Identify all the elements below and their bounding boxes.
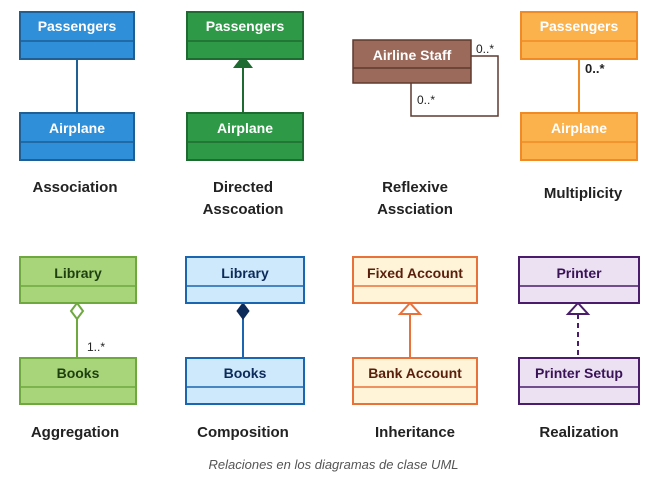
directed-caption-line2: Asscoation [202, 201, 284, 218]
association-passengers-label: Passengers [38, 18, 117, 34]
directed-arrowhead-icon [233, 55, 253, 68]
inheritance-hollow-triangle-icon [397, 301, 423, 315]
reflexive-association-diagram: Airline Staff 0..* 0..* [352, 39, 499, 117]
inheritance-fixed-account-label: Fixed Account [367, 265, 463, 281]
aggregation-books-label: Books [57, 365, 100, 381]
association-airplane-class [19, 112, 135, 161]
inheritance-fixed-account-class [352, 256, 478, 304]
aggregation-multiplicity: 1..* [87, 340, 105, 354]
aggregation-diagram: Library 1..* Books [19, 256, 137, 405]
realization-printer-setup-class [518, 357, 640, 405]
multiplicity-passengers-class [520, 11, 638, 60]
directed-airplane-label: Airplane [217, 120, 273, 136]
multiplicity-airplane-class [520, 112, 638, 161]
inheritance-bank-account-label: Bank Account [368, 365, 462, 381]
aggregation-caption: Aggregation [30, 424, 120, 441]
realization-diagram: Printer Printer Setup [518, 256, 640, 405]
aggregation-library-label: Library [54, 265, 102, 281]
realization-hollow-triangle-icon [565, 301, 591, 315]
realization-caption: Realization [539, 424, 619, 441]
aggregation-books-class [19, 357, 137, 405]
composition-library-label: Library [221, 265, 269, 281]
inheritance-bank-account-class [352, 357, 478, 405]
reflexive-airline-staff-class [352, 39, 472, 84]
figure-caption: Relaciones en los diagramas de clase UML [208, 457, 459, 472]
composition-caption: Composition [197, 424, 289, 441]
directed-passengers-class [186, 11, 304, 60]
realization-printer-setup-label: Printer Setup [535, 365, 623, 381]
multiplicity-airplane-label: Airplane [551, 120, 607, 136]
realization-printer-class [518, 256, 640, 304]
multiplicity-passengers-label: Passengers [540, 18, 619, 34]
composition-diagram: Library Books [185, 256, 305, 405]
directed-caption-line1: Directed [212, 179, 274, 196]
multiplicity-label: 0..* [585, 61, 605, 76]
association-diagram: Passengers Airplane [19, 11, 135, 161]
composition-library-class [185, 256, 305, 304]
inheritance-caption: Inheritance [374, 424, 456, 441]
directed-passengers-label: Passengers [206, 18, 285, 34]
reflexive-caption-line1: Reflexive [382, 179, 448, 196]
reflexive-loop-line [410, 55, 499, 117]
multiplicity-diagram: Passengers 0..* Airplane [520, 11, 638, 161]
reflexive-caption-line2: Assciation [377, 201, 453, 218]
aggregation-library-class [19, 256, 137, 304]
multiplicity-caption: Multiplicity [543, 185, 623, 202]
directed-airplane-class [186, 112, 304, 161]
inheritance-diagram: Fixed Account Bank Account [352, 256, 478, 405]
realization-printer-label: Printer [556, 265, 602, 281]
composition-filled-diamond-icon [236, 302, 250, 320]
aggregation-hollow-diamond-icon [69, 301, 85, 321]
composition-books-label: Books [224, 365, 267, 381]
association-airplane-label: Airplane [49, 120, 105, 136]
reflexive-airline-staff-label: Airline Staff [373, 47, 452, 63]
association-passengers-class [19, 11, 135, 60]
reflexive-multiplicity-top: 0..* [476, 42, 494, 56]
composition-books-class [185, 357, 305, 405]
association-caption: Association [32, 179, 118, 196]
directed-association-diagram: Passengers Airplane [186, 11, 304, 161]
reflexive-multiplicity-bottom: 0..* [417, 93, 435, 107]
